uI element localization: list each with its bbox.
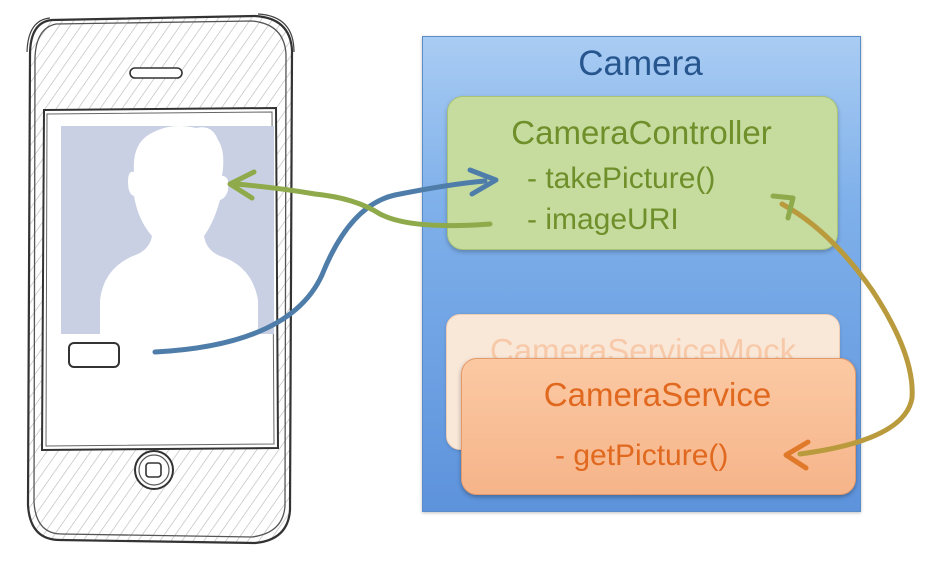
avatar-silhouette <box>61 126 274 334</box>
phone-button <box>68 342 120 368</box>
get-picture-method: - getPicture() <box>555 439 729 472</box>
camera-title: Camera <box>578 44 703 83</box>
camera-controller-title: CameraController <box>511 114 772 151</box>
camera-controller-box <box>447 96 838 250</box>
home-button-icon <box>134 450 174 490</box>
take-picture-method: - takePicture() <box>527 162 716 195</box>
phone-speaker <box>129 67 183 79</box>
camera-service-title: CameraService <box>543 376 772 413</box>
image-uri-property: - imageURI <box>527 203 679 236</box>
